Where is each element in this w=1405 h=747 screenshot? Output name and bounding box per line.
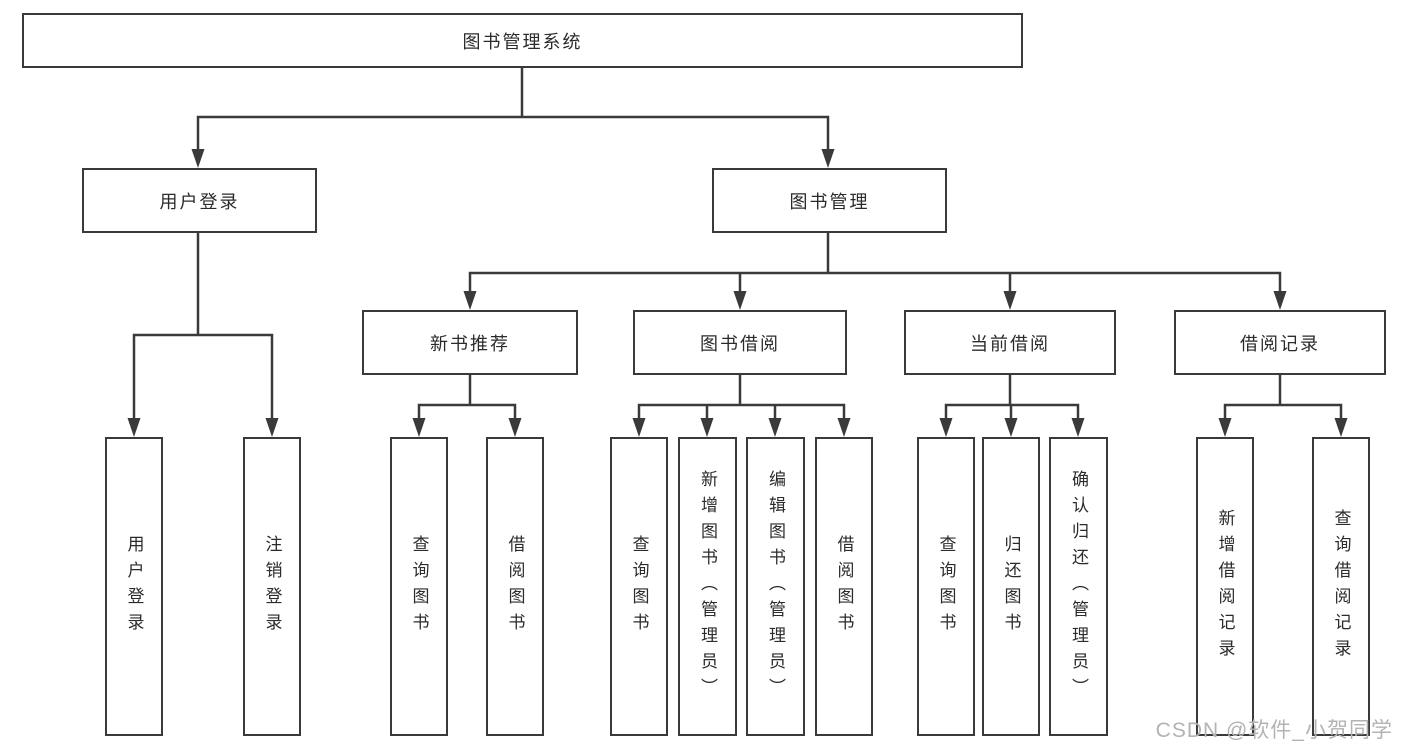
leaf-bb-borrow-books: 借阅图书 xyxy=(815,437,873,736)
connector-user-login-branch xyxy=(132,231,274,421)
leaf-br-add-record: 新增借阅记录 xyxy=(1196,437,1254,736)
arrowhead xyxy=(1071,418,1085,437)
node-borrow-records: 借阅记录 xyxy=(1174,310,1386,375)
leaf-logout: 注销登录 xyxy=(243,437,301,736)
arrowhead xyxy=(821,149,835,168)
leaf-nb-borrow-books: 借阅图书 xyxy=(486,437,544,736)
leaf-cb-confirm-return-admin: 确认归还（管理员） xyxy=(1049,437,1108,736)
connector-book-management-branch xyxy=(468,231,1282,294)
node-user-login: 用户登录 xyxy=(82,168,317,233)
arrowhead xyxy=(1273,291,1287,310)
connector-book-borrow-branch xyxy=(637,373,846,421)
leaf-br-query-record: 查询借阅记录 xyxy=(1312,437,1370,736)
arrowhead xyxy=(733,291,747,310)
arrowhead xyxy=(1003,291,1017,310)
arrowhead xyxy=(412,418,426,437)
arrowhead xyxy=(463,291,477,310)
leaf-nb-query-books: 查询图书 xyxy=(390,437,448,736)
leaf-bb-query-books: 查询图书 xyxy=(610,437,668,736)
node-book-borrow: 图书借阅 xyxy=(633,310,847,375)
leaf-cb-query-books: 查询图书 xyxy=(917,437,975,736)
leaf-cb-return-books: 归还图书 xyxy=(982,437,1040,736)
leaf-bb-add-books-admin: 新增图书（管理员） xyxy=(678,437,737,736)
node-root: 图书管理系统 xyxy=(22,13,1023,68)
arrowhead xyxy=(265,418,279,437)
connector-new-book-branch xyxy=(417,373,517,421)
arrowhead xyxy=(508,418,522,437)
arrowhead xyxy=(837,418,851,437)
node-book-management: 图书管理 xyxy=(712,168,947,233)
arrowhead xyxy=(1004,418,1018,437)
arrowhead xyxy=(1218,418,1232,437)
arrowhead xyxy=(1334,418,1348,437)
arrowhead xyxy=(127,418,141,437)
leaf-bb-edit-books-admin: 编辑图书（管理员） xyxy=(746,437,805,736)
arrowhead xyxy=(768,418,782,437)
arrowhead xyxy=(191,149,205,168)
arrowhead xyxy=(700,418,714,437)
connector-root-to-level2 xyxy=(196,66,830,152)
node-current-borrow: 当前借阅 xyxy=(904,310,1116,375)
node-new-book-recommend: 新书推荐 xyxy=(362,310,578,375)
connector-current-borrow-branch xyxy=(944,373,1080,421)
watermark: CSDN @软件_小贺同学 xyxy=(1155,719,1393,742)
arrowhead xyxy=(632,418,646,437)
leaf-user-login: 用户登录 xyxy=(105,437,163,736)
arrowhead xyxy=(939,418,953,437)
connector-borrow-records-branch xyxy=(1223,373,1343,421)
